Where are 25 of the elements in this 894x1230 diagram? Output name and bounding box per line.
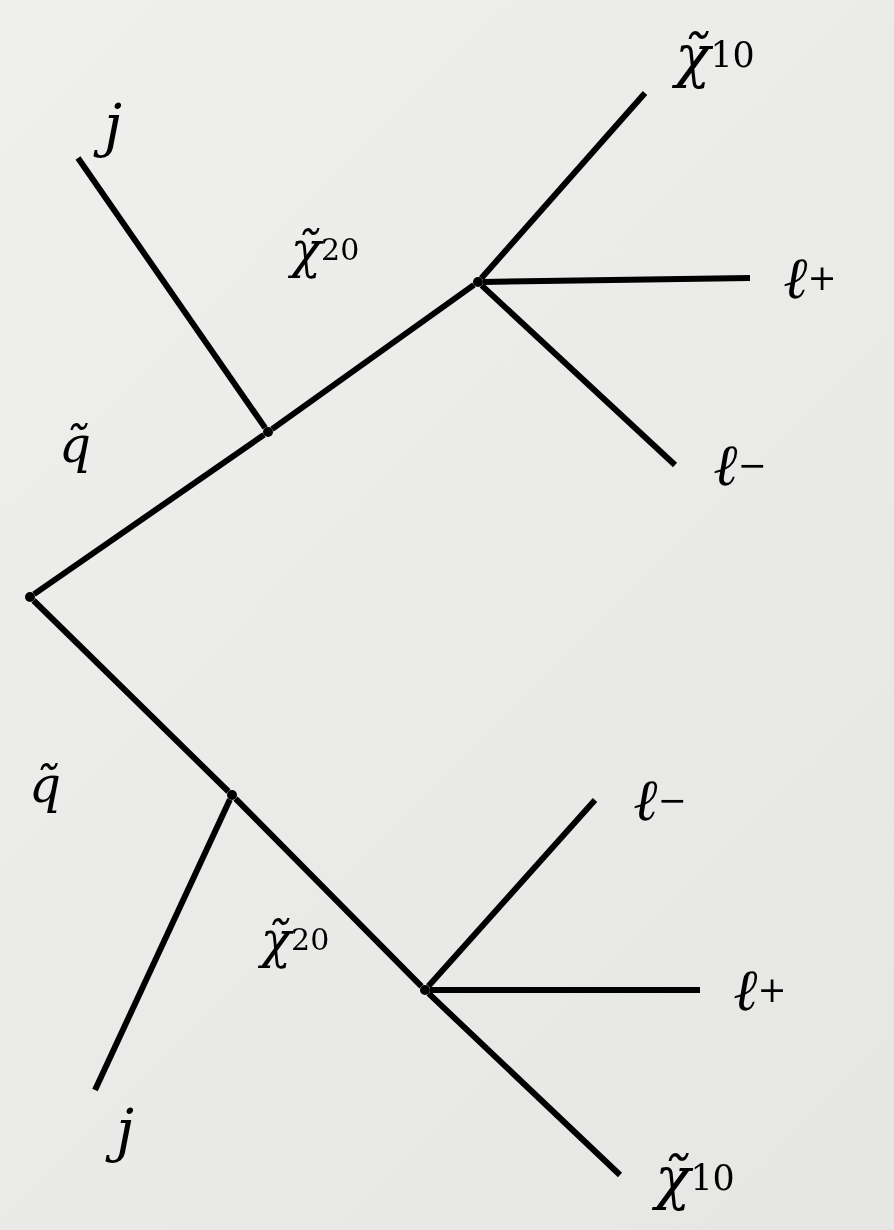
particle-label: ℓ$^{−}$	[595, 760, 725, 840]
particle-line	[426, 991, 623, 1178]
particle-line	[92, 798, 233, 1092]
particle-line	[233, 796, 424, 989]
edge-label: q̃	[58, 415, 92, 476]
particle-line	[31, 598, 231, 794]
particle-line	[270, 282, 476, 432]
vertex-dot	[25, 592, 35, 602]
particle-line	[479, 91, 648, 281]
particle-line	[426, 798, 598, 989]
particle-line	[482, 275, 751, 285]
edge-label: q̃	[28, 755, 62, 816]
particle-label: ℓ$^{+}$	[750, 238, 870, 318]
vertex-dot	[263, 427, 273, 437]
particle-label: j	[78, 92, 148, 158]
vertex-dot	[473, 277, 483, 287]
particle-label: j	[90, 1090, 160, 1170]
particle-line	[479, 283, 678, 468]
particle-line	[75, 156, 268, 430]
vertex-dot	[227, 790, 237, 800]
particle-line	[32, 432, 266, 597]
particle-label: ℓ$^{+}$	[700, 950, 820, 1030]
particle-line	[430, 987, 700, 993]
particle-label: ℓ$^{−}$	[675, 425, 805, 505]
vertex-dot	[420, 985, 430, 995]
